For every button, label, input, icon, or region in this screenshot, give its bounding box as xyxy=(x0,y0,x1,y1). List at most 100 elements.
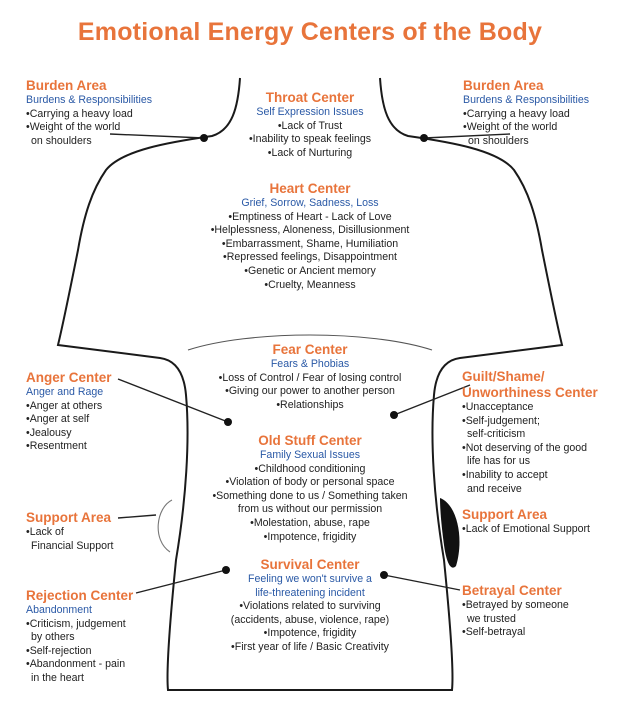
guilt-item: life has for us xyxy=(467,455,531,468)
rejection-center: Rejection Center Abandonment •Criticism,… xyxy=(26,588,166,686)
rejection-leader xyxy=(135,569,227,594)
guilt-item: •Inability to accept xyxy=(462,468,548,481)
support-left-item: •Lack of xyxy=(26,526,64,538)
support-area-right: Support Area •Lack of Emotional Support xyxy=(462,507,614,537)
support-area-left: Support Area •Lack of Financial Support xyxy=(26,510,156,553)
support-right-heading: Support Area xyxy=(462,507,548,522)
old-stuff-item: •Molestation, abuse, rape xyxy=(250,516,370,529)
burden-right-item: •Weight of the world xyxy=(463,121,558,134)
throat-item: •Lack of Nurturing xyxy=(267,146,353,159)
burden-left-item: on shoulders xyxy=(31,134,92,147)
anger-leader xyxy=(117,378,229,423)
heart-subheading: Grief, Sorrow, Sadness, Loss xyxy=(241,197,379,209)
left-support-bulge xyxy=(157,499,173,553)
rejection-subheading: Abandonment xyxy=(26,604,92,616)
burden-right-leader xyxy=(423,133,511,139)
survival-subheading-line1: Feeling we won't survive a xyxy=(248,573,372,585)
anger-item: •Anger at self xyxy=(26,413,90,426)
burden-area-right: Burden Area Burdens & Responsibilities •… xyxy=(463,78,613,148)
old-stuff-heading: Old Stuff Center xyxy=(258,433,362,448)
heart-item: •Genetic or Ancient memory xyxy=(244,264,376,277)
survival-heading: Survival Center xyxy=(260,557,360,572)
torso-outline xyxy=(56,77,564,691)
old-stuff-subheading: Family Sexual Issues xyxy=(259,449,361,461)
old-stuff-item: from us without our permission xyxy=(237,503,383,516)
right-support-shadow[interactable] xyxy=(440,498,460,568)
guilt-leader xyxy=(393,384,471,416)
throat-subheading: Self Expression Issues xyxy=(256,106,364,118)
survival-center: Survival Center Feeling we won't survive… xyxy=(196,557,424,655)
betrayal-center: Betrayal Center •Betrayed by someone we … xyxy=(462,583,614,640)
anger-item: •Anger at others xyxy=(26,399,103,412)
heart-item: •Embarrassment, Shame, Humiliation xyxy=(221,237,399,250)
burden-right-subheading: Burdens & Responsibilities xyxy=(463,94,590,106)
burden-right-dot[interactable] xyxy=(420,134,428,142)
anger-subheading: Anger and Rage xyxy=(26,386,104,398)
rejection-item: •Criticism, judgement xyxy=(26,617,126,630)
heart-item: •Repressed feelings, Disappointment xyxy=(223,251,397,264)
betrayal-item: •Self-betrayal xyxy=(462,626,526,639)
survival-item: •Impotence, frigidity xyxy=(263,627,357,640)
rejection-item: by others xyxy=(31,631,75,644)
anger-dot[interactable] xyxy=(224,418,232,426)
support-left-leader xyxy=(117,514,157,519)
throat-center: Throat Center Self Expression Issues •La… xyxy=(218,90,402,160)
old-stuff-item: •Something done to us / Something taken xyxy=(212,489,408,502)
guilt-heading-line1: Guilt/Shame/ xyxy=(462,369,545,384)
survival-item: •First year of life / Basic Creativity xyxy=(231,640,389,653)
page-title: Emotional Energy Centers of the Body xyxy=(77,18,543,46)
heart-item: •Cruelty, Meanness xyxy=(264,278,356,291)
old-stuff-item: •Violation of body or personal space xyxy=(225,476,395,489)
old-stuff-item: •Childhood conditioning xyxy=(254,462,366,475)
guilt-item: •Self-judgement; xyxy=(462,414,540,427)
support-right-item: •Lack of Emotional Support xyxy=(462,523,590,535)
betrayal-heading: Betrayal Center xyxy=(462,583,562,598)
betrayal-dot[interactable] xyxy=(380,571,388,579)
survival-subheading-line2: life-threatening incident xyxy=(255,586,365,599)
survival-item: (accidents, abuse, violence, rape) xyxy=(230,613,390,626)
support-left-item: Financial Support xyxy=(31,539,114,552)
throat-heading: Throat Center xyxy=(265,90,355,105)
guilt-heading-line2: Unworthiness Center xyxy=(462,385,598,400)
burden-right-item: on shoulders xyxy=(468,134,529,147)
survival-item: •Violations related to surviving xyxy=(239,600,381,613)
burden-left-subheading: Burdens & Responsibilities xyxy=(26,94,153,106)
fear-heading: Fear Center xyxy=(272,342,348,357)
anger-item: •Resentment xyxy=(26,440,87,453)
rejection-item: •Abandonment - pain xyxy=(26,658,126,671)
heart-center: Heart Center Grief, Sorrow, Sadness, Los… xyxy=(170,181,450,292)
fear-item: •Relationships xyxy=(276,398,344,411)
support-left-heading: Support Area xyxy=(26,510,112,525)
anger-heading: Anger Center xyxy=(26,370,112,385)
old-stuff-item: •Impotence, frigidity xyxy=(263,530,357,543)
fear-center: Fear Center Fears & Phobias •Loss of Con… xyxy=(190,342,430,412)
heart-item: •Emptiness of Heart - Lack of Love xyxy=(228,210,392,223)
guilt-item: •Not deserving of the good xyxy=(462,441,588,454)
burden-right-heading: Burden Area xyxy=(463,78,544,93)
guilt-item: •Unacceptance xyxy=(462,401,534,413)
burden-area-left: Burden Area Burdens & Responsibilities •… xyxy=(26,78,196,148)
guilt-item: and receive xyxy=(467,482,522,495)
old-stuff-center: Old Stuff Center Family Sexual Issues •C… xyxy=(190,433,430,544)
burden-left-heading: Burden Area xyxy=(26,78,107,93)
guilt-item: self-criticism xyxy=(467,428,526,441)
burden-right-item: •Carrying a heavy load xyxy=(463,107,570,120)
rejection-item: •Self-rejection xyxy=(26,644,92,657)
guilt-dot[interactable] xyxy=(390,411,398,419)
burden-left-dot[interactable] xyxy=(200,134,208,142)
fear-subheading: Fears & Phobias xyxy=(270,358,350,370)
guilt-center: Guilt/Shame/ Unworthiness Center •Unacce… xyxy=(462,369,614,496)
chest-arc xyxy=(187,334,433,351)
rejection-item: in the heart xyxy=(31,671,85,684)
throat-item: •Lack of Trust xyxy=(277,119,343,132)
burden-left-item: •Weight of the world xyxy=(26,121,121,134)
betrayal-leader xyxy=(383,574,461,591)
betrayal-item: •Betrayed by someone xyxy=(462,599,569,611)
burden-left-item: •Carrying a heavy load xyxy=(26,107,133,120)
anger-item: •Jealousy xyxy=(26,426,72,439)
heart-heading: Heart Center xyxy=(269,181,351,196)
anger-center: Anger Center Anger and Rage •Anger at ot… xyxy=(26,370,146,454)
throat-item: •Inability to speak feelings xyxy=(248,133,372,146)
rejection-dot[interactable] xyxy=(222,566,230,574)
